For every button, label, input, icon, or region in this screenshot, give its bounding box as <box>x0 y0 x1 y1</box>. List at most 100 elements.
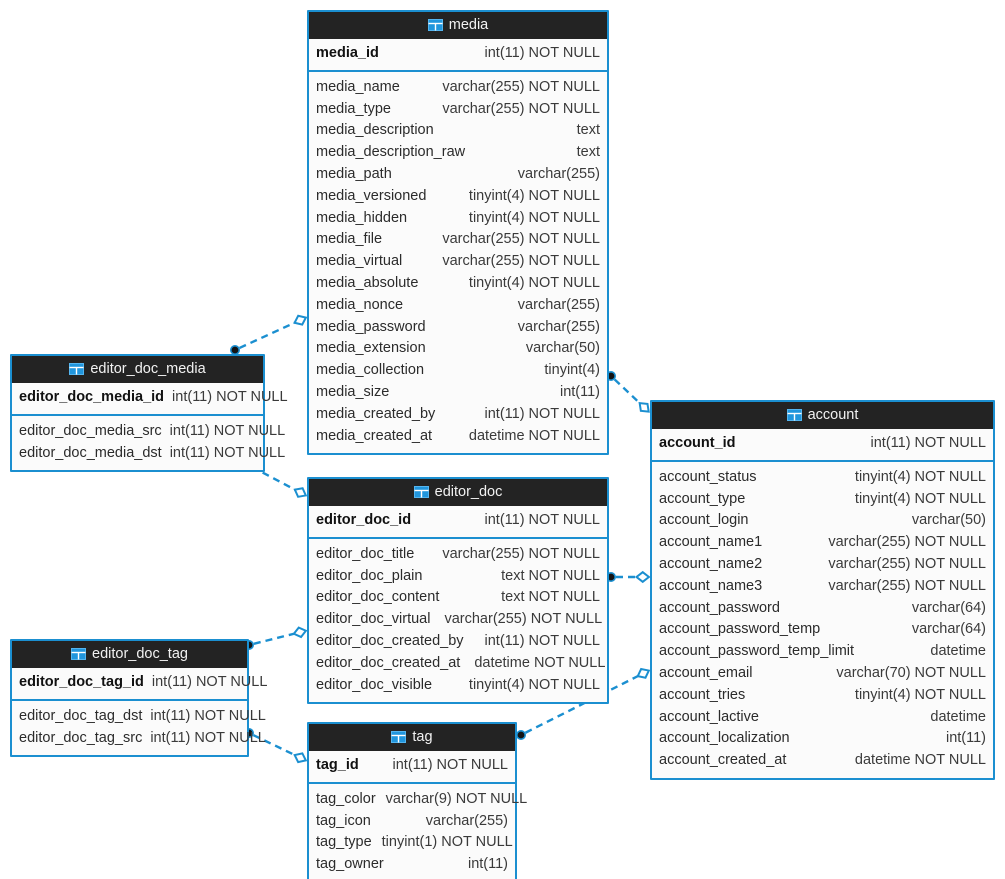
relationship-editor_doc_tag-to-editor_doc[interactable] <box>244 626 308 650</box>
column-name: media_description_raw <box>316 144 466 161</box>
column-type: varchar(255) NOT NULL <box>828 577 986 594</box>
column-name: media_created_by <box>316 405 436 422</box>
entity-account-header: account <box>652 402 993 429</box>
table-icon <box>71 648 87 660</box>
column-type: datetime NOT NULL <box>468 427 600 444</box>
column-type: int(11) NOT NULL <box>870 435 987 451</box>
column-name: tag_owner <box>316 856 384 873</box>
column-name: account_password_temp_limit <box>659 643 855 660</box>
column-name: account_name3 <box>659 577 763 594</box>
table-row: media_created_at datetime NOT NULL <box>316 426 600 448</box>
column-name: media_versioned <box>316 187 427 204</box>
column-type: varchar(70) NOT NULL <box>836 664 986 681</box>
table-row: media_hidden tinyint(4) NOT NULL <box>316 208 600 230</box>
column-type: varchar(255) <box>517 318 600 335</box>
column-name: media_created_at <box>316 427 433 444</box>
entity-editor-doc-media[interactable]: editor_doc_media editor_doc_media_id int… <box>10 354 288 473</box>
relationship-source-marker <box>515 729 526 740</box>
column-name: editor_doc_created_by <box>316 632 464 649</box>
relationship-media-to-account[interactable] <box>605 370 650 413</box>
column-name: tag_type <box>316 834 372 851</box>
column-name: account_login <box>659 512 749 529</box>
table-row: account_id int(11) NOT NULL <box>659 433 986 455</box>
entity-editor-doc-tag-title: editor_doc_tag <box>92 646 188 662</box>
entity-editor-doc-media-title: editor_doc_media <box>90 361 206 377</box>
entity-editor-doc-media-header: editor_doc_media <box>12 356 263 383</box>
column-type: varchar(255) NOT NULL <box>442 253 600 270</box>
column-name: editor_doc_plain <box>316 567 423 584</box>
column-type: varchar(255) NOT NULL <box>828 555 986 572</box>
column-name: media_size <box>316 383 390 400</box>
column-type: varchar(9) NOT NULL <box>385 790 528 807</box>
column-type: tinyint(4) NOT NULL <box>468 209 600 226</box>
entity-tag-title: tag <box>412 729 433 745</box>
entity-media[interactable]: media media_id int(11) NOT NULL media_na… <box>307 10 609 456</box>
column-name: editor_doc_id <box>316 512 412 528</box>
entity-editor-doc-tag[interactable]: editor_doc_tag editor_doc_tag_id int(11)… <box>10 639 267 758</box>
relationship-target-marker <box>293 314 308 326</box>
table-icon <box>391 731 407 743</box>
table-row: editor_doc_virtual varchar(255) NOT NULL <box>316 609 603 631</box>
column-type: int(11) NOT NULL <box>150 729 266 746</box>
relationship-editor_doc_media-to-media[interactable] <box>230 314 308 355</box>
table-row: editor_doc_tag_id int(11) NOT NULL <box>19 672 267 694</box>
column-type: varchar(255) <box>517 296 600 313</box>
column-type: tinyint(1) NOT NULL <box>381 834 513 851</box>
column-name: media_path <box>316 165 392 182</box>
relationship-editor_doc-to-account[interactable] <box>605 570 651 584</box>
column-name: editor_doc_tag_id <box>19 674 144 690</box>
entity-media-title: media <box>448 17 489 33</box>
entity-editor-doc[interactable]: editor_doc editor_doc_id int(11) NOT NUL… <box>307 477 609 705</box>
column-type: int(11) NOT NULL <box>484 512 601 528</box>
column-name: media_collection <box>316 362 425 379</box>
column-name: editor_doc_created_at <box>316 654 461 671</box>
entity-account-primary-key: account_id int(11) NOT NULL <box>652 429 993 462</box>
column-type: text NOT NULL <box>501 567 600 584</box>
entity-account-title: account <box>807 407 859 423</box>
column-type: varchar(255) NOT NULL <box>444 611 603 628</box>
table-row: editor_doc_media_id int(11) NOT NULL <box>19 387 288 409</box>
entity-account[interactable]: account account_id int(11) NOT NULL acco… <box>650 400 995 780</box>
column-name: editor_doc_virtual <box>316 611 431 628</box>
column-type: varchar(255) NOT NULL <box>828 534 986 551</box>
table-row: media_id int(11) NOT NULL <box>316 43 600 65</box>
column-type: datetime <box>930 708 986 725</box>
column-type: varchar(255) NOT NULL <box>442 231 600 248</box>
relationship-target-marker <box>634 570 651 584</box>
column-name: account_name2 <box>659 555 763 572</box>
column-type: int(11) NOT NULL <box>151 674 268 690</box>
column-type: int(11) NOT NULL <box>172 389 288 405</box>
column-type: datetime NOT NULL <box>474 654 606 671</box>
column-name: media_name <box>316 78 400 95</box>
column-name: media_extension <box>316 340 426 357</box>
column-name: tag_id <box>316 757 359 773</box>
column-name: account_email <box>659 664 753 681</box>
column-name: editor_doc_tag_dst <box>19 707 143 724</box>
column-name: media_hidden <box>316 209 408 226</box>
column-name: account_password_temp <box>659 621 821 638</box>
column-type: int(11) NOT NULL <box>484 632 601 649</box>
column-type: text NOT NULL <box>501 589 600 606</box>
column-type: varchar(255) <box>425 812 508 829</box>
